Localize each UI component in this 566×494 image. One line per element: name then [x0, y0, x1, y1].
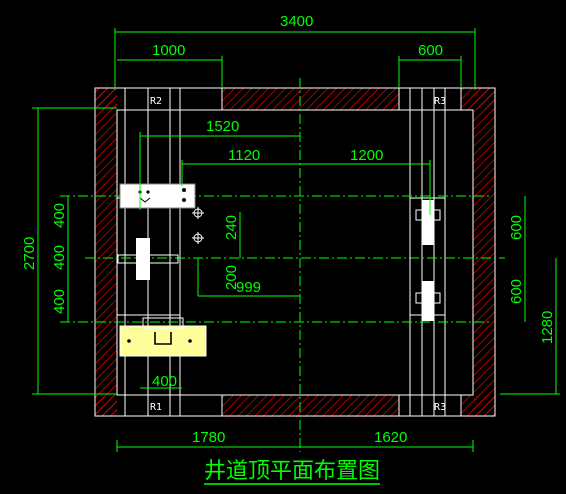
wall-right: [473, 88, 495, 416]
rail-tags: R2 R3 R1 R3: [150, 96, 446, 413]
wall-top-right: [461, 88, 495, 110]
dim-right-outer: 1280: [539, 311, 556, 344]
dim-hook-spacing: 240: [223, 215, 240, 240]
rail-tag-bottom-left: R1: [150, 402, 162, 413]
dim-hook-small: 200: [223, 265, 240, 290]
dim-bottom-rail: 400: [152, 373, 177, 390]
dim-bottom-left: 1780: [192, 429, 225, 446]
rail-bracket-top-left: [119, 183, 196, 209]
dim-to-centerline: 1520: [206, 118, 239, 135]
wall-top-middle: [222, 88, 399, 110]
shaft-walls: [94, 87, 496, 417]
dimension-lines: [32, 28, 560, 452]
dim-inner-left: 1120: [228, 147, 260, 164]
dim-depth: 2700: [21, 237, 38, 270]
dimension-labels: 3400 1000 600 1520 1120 1200 999 1780 16…: [21, 13, 556, 446]
dim-left-top: 400: [51, 203, 68, 228]
wall-left: [95, 88, 117, 416]
dim-right-top: 600: [508, 215, 525, 240]
center-lines: [60, 78, 505, 452]
dim-right-rail-offset: 600: [418, 42, 443, 59]
dim-bottom-right: 1620: [374, 429, 407, 446]
car-panel-bottom-left: [119, 317, 207, 357]
drawing-title: 井道顶平面布置图: [204, 459, 380, 484]
wall-bottom-right: [461, 395, 495, 417]
rail-beams: [117, 88, 446, 416]
rail-tag-bottom-right: R3: [434, 402, 446, 413]
rail-bracket-middle-left: [117, 238, 179, 280]
wall-bottom-middle: [222, 395, 399, 417]
lifting-hook-icon: [192, 207, 204, 244]
counterweight-bracket-right: [409, 200, 441, 321]
dim-inner-right: 1200: [350, 147, 383, 164]
dim-left-mid: 400: [51, 245, 68, 270]
rail-tag-top-left: R2: [150, 96, 162, 107]
dim-left-bottom: 400: [51, 289, 68, 314]
wall-top-left: [95, 88, 117, 110]
rail-tag-top-right: R3: [434, 96, 446, 107]
dim-overall-width: 3400: [280, 13, 313, 30]
dim-right-bottom: 600: [508, 279, 525, 304]
dim-hook-offset: 999: [236, 279, 261, 296]
wall-bottom-left: [95, 395, 117, 417]
dim-left-rail-offset: 1000: [152, 42, 185, 59]
